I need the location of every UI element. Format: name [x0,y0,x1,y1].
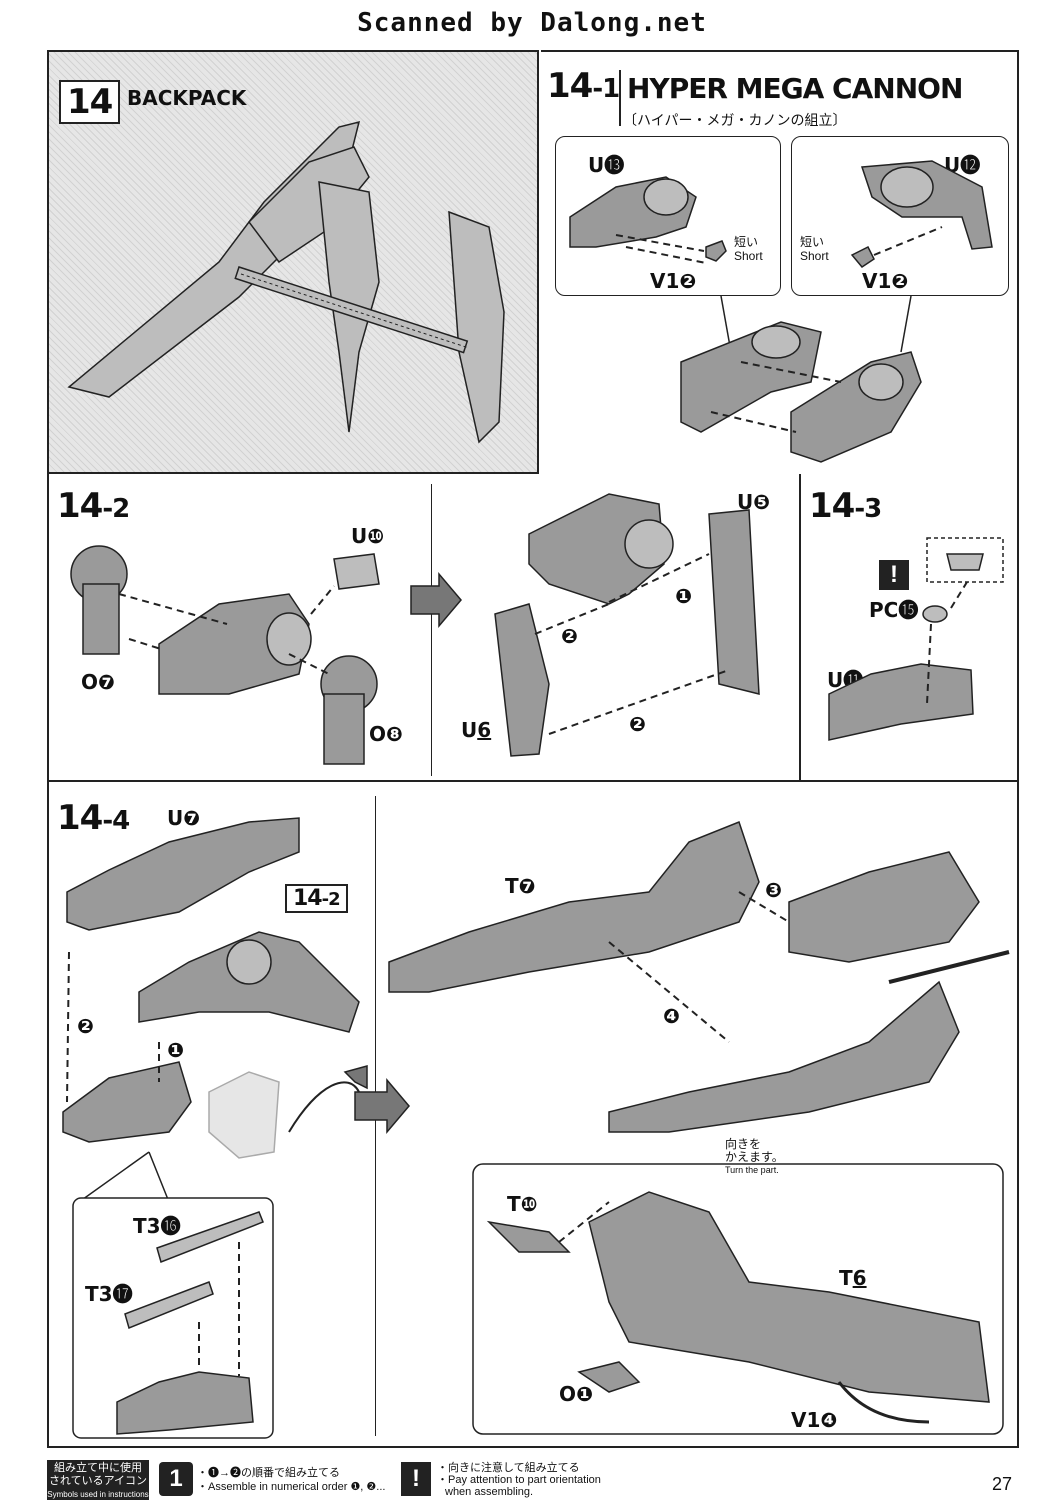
part-o7-label: O❼ [81,670,115,694]
step-14-label: BACKPACK [127,86,247,110]
warning-icon: ! [879,560,909,590]
step-14-2-number: 14-2 [57,486,130,526]
step-14-2-panel: 14-2 U❿ O❼ O❽ U❺ U6 ❶ ❷ ❷ [47,474,801,782]
step-14-1-subtitle: 〔ハイパー・メガ・カノンの組立〕 [623,112,847,128]
part-u7-label: U❼ [167,806,201,830]
turn-part-note: 向きを かえます。 Turn the part. [725,1137,784,1176]
step-14-1-title: HYPER MEGA CANNON [627,72,963,105]
part-t10-label: T❿ [507,1192,538,1216]
legend: 組み立て中に使用 されているアイコン Symbols used in instr… [47,1458,607,1502]
step-14-3-number: 14-3 [809,486,882,526]
part-v1-2-label-left: V1❷ [650,269,697,293]
step-14-4-panel: 14-4 U❼ 14-2 [47,782,1019,1448]
part-u6-label: U6 [461,718,492,742]
part-pc15-label: PC⓯ [869,598,919,622]
order-2a: ❷ [561,624,578,648]
backpack-illustration [67,120,505,444]
part-v1-2-label-right: V1❷ [862,269,909,293]
ref-step-14-2: 14-2 [285,884,348,913]
attention-icon: ! [401,1462,431,1496]
order-2-14-4: ❷ [77,1014,94,1038]
order-2b: ❷ [629,712,646,736]
legend-icon2-jp: ・向きに注意して組み立てる [437,1462,580,1474]
order-4-14-4: ❹ [663,1004,680,1028]
order-icon: 1 [159,1462,193,1496]
part-v1-4-label: V1❹ [791,1408,838,1432]
step-14-4-number: 14-4 [57,798,130,838]
part-t7-label: T❼ [505,874,536,898]
step-14-3-panel: 14-3 ! PC⓯ U⓫ [801,474,1019,782]
step-14-number: 14 [59,80,121,124]
order-3-14-4: ❸ [765,878,782,902]
part-u13-label: U⓭ [588,153,625,177]
legend-icon2-en2: when assembling. [445,1486,534,1498]
scan-watermark: Scanned by Dalong.net [357,8,707,38]
step-14-panel: 14 BACKPACK [47,50,539,474]
page-number: 27 [992,1474,1013,1494]
part-u5-label: U❺ [737,490,771,514]
part-u10-label: U❿ [351,524,385,548]
legend-icon1-en: ・Assemble in numerical order ❶, ❷... [197,1481,386,1493]
part-t6-label: T6 [839,1266,867,1290]
legend-title: 組み立て中に使用 されているアイコン Symbols used in instr… [47,1460,149,1500]
part-o8-label: O❽ [369,722,403,746]
part-t3-17-label: T3⓱ [85,1282,133,1306]
step-14-1-panel: 14-1 HYPER MEGA CANNON 〔ハイパー・メガ・カノンの組立〕 … [541,50,1019,474]
step-14-1-number: 14-1 [547,66,620,106]
part-t3-16-label: T3⓰ [133,1214,181,1238]
order-1-14-4: ❶ [167,1038,184,1062]
order-1: ❶ [675,584,692,608]
legend-icon1-jp: ・❶→❷の順番で組み立てる [197,1467,340,1479]
step-14-1-assembly [680,295,922,463]
legend-icon2-en1: ・Pay attention to part orientation [437,1474,601,1486]
part-o1-label: O❶ [559,1382,593,1406]
